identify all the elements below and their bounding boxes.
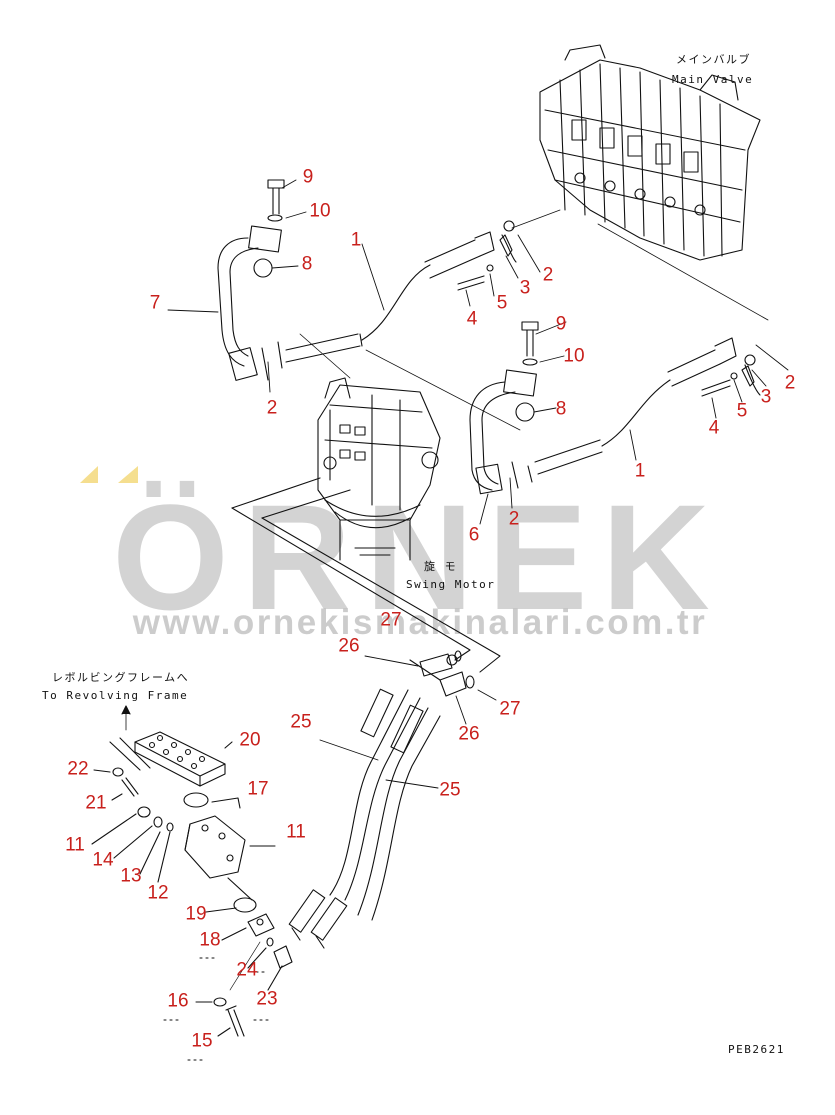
callout-5: 5 <box>736 400 748 422</box>
callout-2: 2 <box>542 264 554 286</box>
leader-lines <box>167 179 789 789</box>
drain-lines <box>231 477 501 681</box>
drawing-code: PEB2621 <box>728 1043 785 1056</box>
callout-17: 17 <box>247 778 269 800</box>
callout-4: 4 <box>708 417 720 439</box>
callout-16: 16 <box>167 990 189 1012</box>
callout-6: 6 <box>468 524 480 546</box>
block-assembly <box>91 705 293 1061</box>
callout-26: 26 <box>338 635 360 657</box>
main-valve-label-jp: メインバルブ <box>676 53 751 66</box>
pipe-7-hose-1-left <box>217 179 517 381</box>
callout-14: 14 <box>92 849 114 871</box>
callout-12: 12 <box>147 882 169 904</box>
callout-21: 21 <box>85 792 107 814</box>
callout-3: 3 <box>760 386 772 408</box>
callout-4: 4 <box>466 308 478 330</box>
callout-10: 10 <box>309 200 331 222</box>
hoses-25 <box>288 688 441 949</box>
callout-1: 1 <box>634 460 646 482</box>
callout-27: 27 <box>499 698 521 720</box>
callout-2: 2 <box>508 508 520 530</box>
callout-10: 10 <box>563 345 585 367</box>
callout-5: 5 <box>496 292 508 314</box>
main-valve-label-en: Main Valve <box>672 73 754 86</box>
swing-motor-label-en: Swing Motor <box>406 578 496 591</box>
revolving-frame-label-en: To Revolving Frame <box>42 689 189 702</box>
callout-11: 11 <box>65 834 85 856</box>
swing-motor-label-jp: 旋 モ <box>424 560 458 573</box>
callout-13: 13 <box>120 865 142 887</box>
callout-23: 23 <box>256 988 278 1010</box>
callout-22: 22 <box>67 758 89 780</box>
callout-8: 8 <box>301 253 313 275</box>
watermark-brand: ÖRNEK <box>112 473 724 641</box>
callout-9: 9 <box>555 313 567 335</box>
callout-9: 9 <box>302 166 314 188</box>
fittings-26-27 <box>419 650 475 697</box>
callout-27: 27 <box>380 609 402 631</box>
pipe-6-hose-1-right <box>469 321 761 495</box>
callout-11: 11 <box>286 821 306 843</box>
callout-25: 25 <box>290 711 312 733</box>
swing-motor-drawing <box>317 377 441 561</box>
callout-2: 2 <box>784 372 796 394</box>
callout-15: 15 <box>191 1030 213 1052</box>
callout-3: 3 <box>519 277 531 299</box>
callout-8: 8 <box>555 398 567 420</box>
callout-18: 18 <box>199 929 221 951</box>
callout-25: 25 <box>439 779 461 801</box>
main-valve-drawing <box>539 44 761 261</box>
callout-20: 20 <box>239 729 261 751</box>
watermark-url: www.ornekismakinalari.com.tr <box>132 603 708 642</box>
callout-26: 26 <box>458 723 480 745</box>
watermark-accent <box>80 466 138 483</box>
callout-7: 7 <box>149 292 161 314</box>
callout-2: 2 <box>266 397 278 419</box>
callout-19: 19 <box>185 903 207 925</box>
callout-24: 24 <box>236 959 258 981</box>
revolving-frame-label-jp: レボルビングフレームへ <box>52 671 190 684</box>
callout-1: 1 <box>350 229 362 251</box>
